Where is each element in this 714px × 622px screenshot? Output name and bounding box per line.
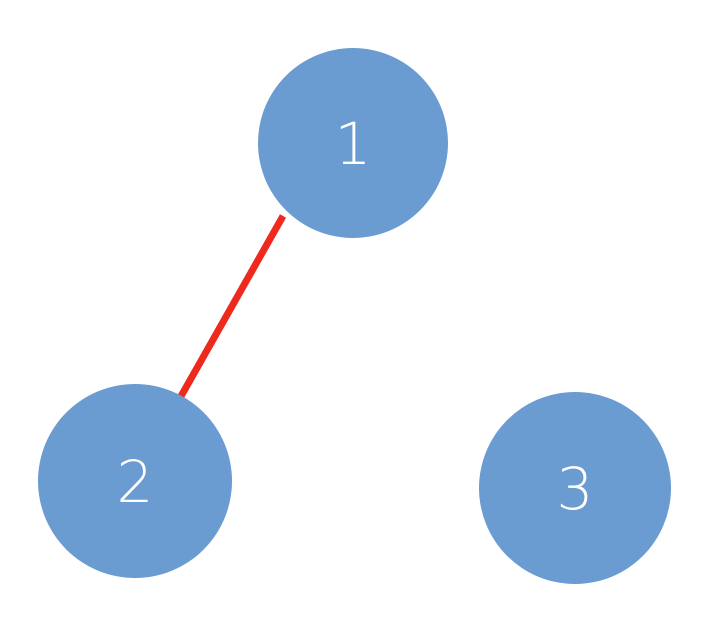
- node-layer: 1 2 3: [38, 48, 671, 584]
- graph-edge-1-2[interactable]: [176, 214, 287, 400]
- node-circle-3[interactable]: [479, 392, 671, 584]
- node-circle-2[interactable]: [38, 384, 232, 578]
- graph-node-2[interactable]: 2: [38, 384, 232, 578]
- edge-layer: [176, 214, 287, 400]
- node-label-2: 2: [117, 448, 154, 516]
- node-label-1: 1: [335, 110, 372, 178]
- node-circle-1[interactable]: [258, 48, 448, 238]
- node-label-3: 3: [557, 455, 594, 523]
- graph-node-3[interactable]: 3: [479, 392, 671, 584]
- graph-node-1[interactable]: 1: [258, 48, 448, 238]
